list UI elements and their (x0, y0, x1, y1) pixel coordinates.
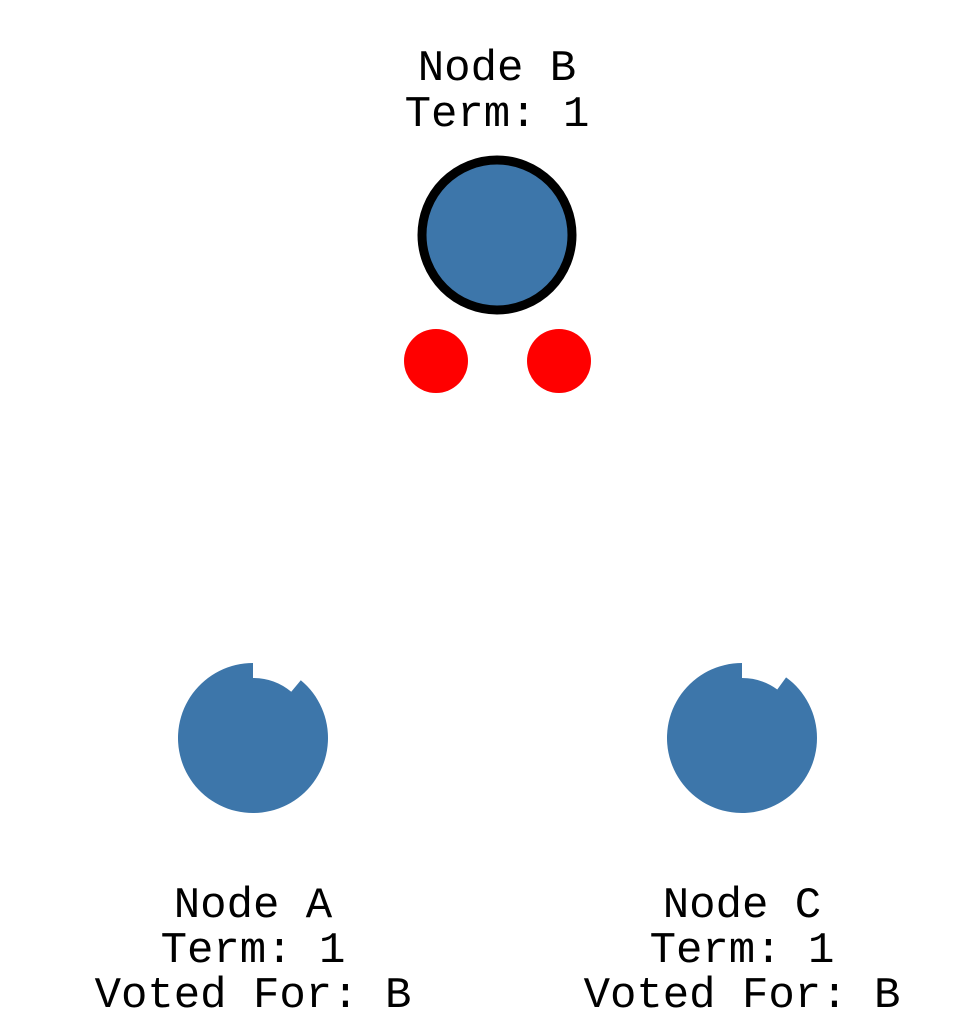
node-a[interactable]: Node A Term: 1 Voted For: B (95, 663, 412, 1021)
node-c[interactable]: Node C Term: 1 Voted For: B (584, 663, 901, 1021)
node-b[interactable]: Node B Term: 1 (405, 44, 590, 315)
node-a-timeout-circle[interactable] (178, 663, 329, 814)
node-c-term: Term: 1 (650, 926, 835, 976)
node-a-voted-for: Voted For: B (95, 971, 412, 1021)
node-a-term: Term: 1 (161, 926, 346, 976)
message-dot-to-c (527, 329, 591, 393)
node-c-timeout-circle[interactable] (667, 663, 818, 813)
node-b-name: Node B (418, 44, 576, 94)
node-c-name: Node C (663, 881, 821, 931)
node-a-name: Node A (174, 881, 333, 931)
node-b-term: Term: 1 (405, 90, 590, 140)
message-dot-to-a (404, 329, 468, 393)
node-c-voted-for: Voted For: B (584, 971, 901, 1021)
node-b-circle[interactable] (417, 155, 577, 315)
